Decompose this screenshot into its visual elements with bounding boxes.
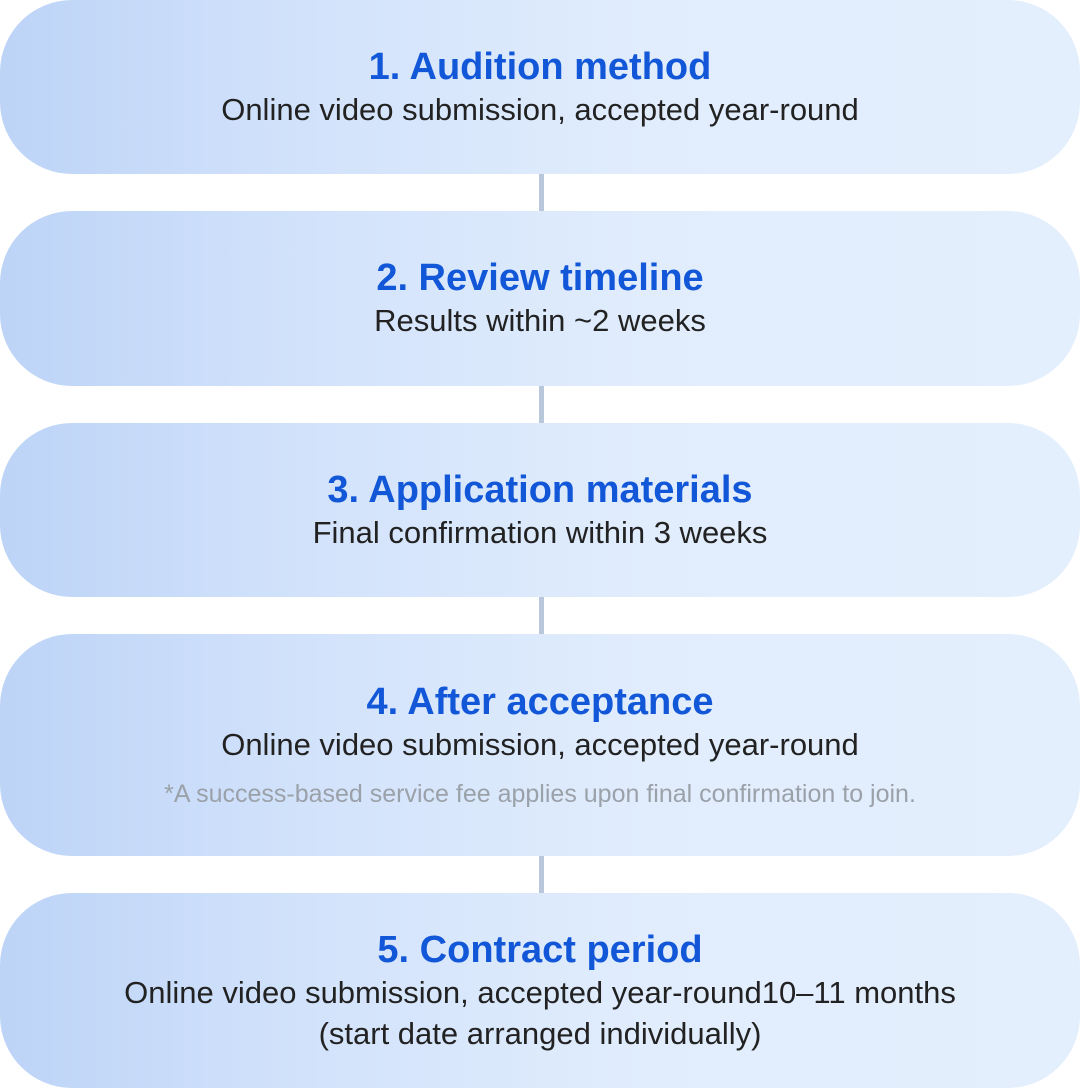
- step-title: 4. After acceptance: [366, 680, 714, 723]
- connector-line: [539, 386, 544, 423]
- step-description-2: (start date arranged individually): [318, 1015, 762, 1051]
- step-note: *A success-based service fee applies upo…: [164, 779, 916, 808]
- step-card-1: 1. Audition method Online video submissi…: [0, 0, 1080, 174]
- step-description: Results within ~2 weeks: [374, 303, 706, 338]
- step-description: Online video submission, accepted year-r…: [221, 726, 859, 762]
- step-title: 2. Review timeline: [376, 257, 704, 299]
- step-card-4: 4. After acceptance Online video submiss…: [0, 634, 1080, 856]
- connector-line: [539, 174, 544, 211]
- step-card-3: 3. Application materials Final confirmat…: [0, 423, 1080, 597]
- step-description: Online video submission, accepted year-r…: [221, 91, 859, 127]
- connector-line: [539, 856, 544, 893]
- connector-line: [539, 597, 544, 634]
- step-title: 5. Contract period: [377, 928, 703, 971]
- step-description: Final confirmation within 3 weeks: [312, 514, 768, 550]
- step-card-5: 5. Contract period Online video submissi…: [0, 893, 1080, 1088]
- step-title: 1. Audition method: [368, 45, 712, 88]
- step-card-2: 2. Review timeline Results within ~2 wee…: [0, 211, 1080, 386]
- step-description: Online video submission, accepted year-r…: [124, 974, 956, 1010]
- step-title: 3. Application materials: [327, 468, 753, 511]
